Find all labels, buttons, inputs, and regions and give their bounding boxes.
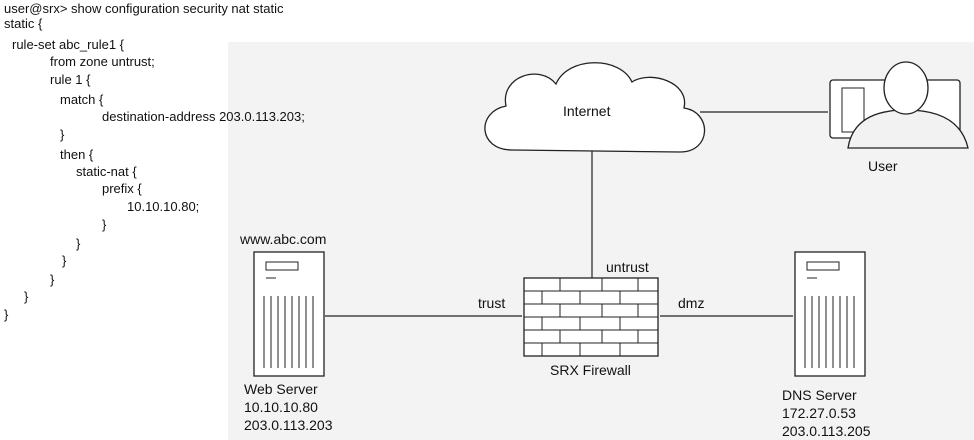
server-icon: [253, 251, 325, 377]
config-line: }: [24, 289, 29, 304]
config-line: 10.10.10.80;: [127, 199, 200, 214]
config-line: match {: [60, 92, 104, 107]
config-line: }: [4, 307, 9, 322]
server-icon: [794, 251, 866, 377]
config-line: user@srx> show configuration security na…: [4, 1, 284, 16]
web-server-ip-public: 203.0.113.203: [244, 417, 333, 433]
config-line: }: [76, 236, 81, 251]
config-output: user@srx> show configuration security na…: [0, 0, 400, 330]
zone-untrust-label: untrust: [606, 259, 649, 275]
firewall-icon: [523, 277, 659, 357]
config-line: }: [62, 253, 67, 268]
config-line: }: [50, 272, 55, 287]
dns-server-ip-private: 172.27.0.53: [782, 405, 856, 421]
web-server-title: Web Server: [244, 381, 318, 397]
firewall-label: SRX Firewall: [550, 362, 631, 378]
config-line: from zone untrust;: [50, 54, 155, 69]
zone-trust-label: trust: [478, 295, 506, 311]
dns-server-ip-public: 203.0.113.205: [782, 423, 871, 439]
web-server-ip-private: 10.10.10.80: [244, 399, 318, 415]
internet-label: Internet: [563, 103, 611, 119]
user-icon: [829, 61, 969, 149]
config-line: }: [102, 217, 107, 232]
config-line: rule-set abc_rule1 {: [12, 37, 125, 52]
config-line: }: [60, 127, 65, 142]
config-line: static-nat {: [76, 164, 137, 179]
zone-dmz-label: dmz: [678, 295, 705, 311]
config-line: rule 1 {: [50, 72, 91, 87]
cloud-icon: [484, 62, 706, 153]
config-line: then {: [60, 147, 94, 162]
dns-server-title: DNS Server: [782, 387, 857, 403]
config-line: prefix {: [102, 181, 142, 196]
config-line: static {: [4, 16, 43, 31]
web-server-hostname: www.abc.com: [240, 231, 327, 247]
user-label: User: [868, 158, 898, 174]
config-line: destination-address 203.0.113.203;: [102, 109, 305, 124]
